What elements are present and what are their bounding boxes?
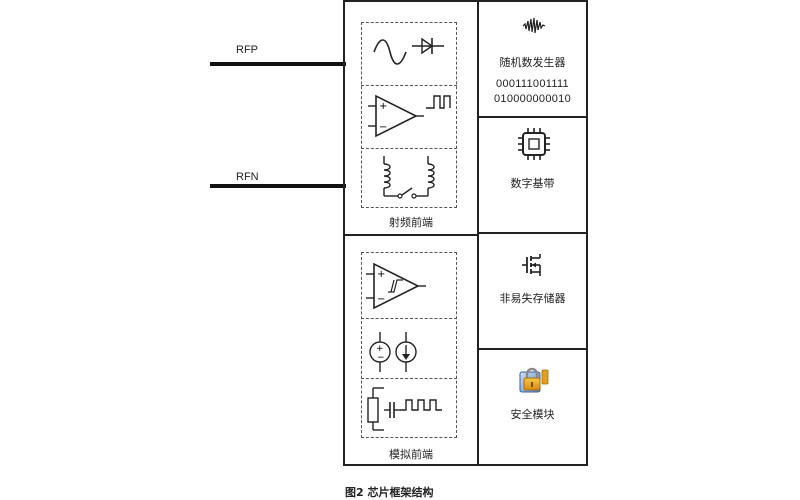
rf-divider-2 bbox=[361, 148, 457, 150]
noise-waveform-icon bbox=[522, 17, 546, 34]
oscillator-diode-icon bbox=[373, 37, 444, 65]
mosfet-icon bbox=[522, 254, 541, 276]
svg-text:+: + bbox=[377, 269, 385, 280]
analog-frontend-label: 模拟前端 bbox=[389, 448, 433, 461]
amplifier-pulse-icon: + − bbox=[368, 94, 451, 138]
rng-bits-line-1: 000111001111 bbox=[496, 78, 569, 90]
rfn-pin-label: RFN bbox=[236, 171, 259, 183]
divider-nvm-security bbox=[477, 348, 588, 350]
rfp-wire bbox=[210, 62, 346, 66]
svg-text:+: + bbox=[376, 344, 384, 354]
security-label: 安全模块 bbox=[510, 408, 555, 421]
svg-text:−: − bbox=[377, 294, 385, 305]
rf-frontend-label: 射频前端 bbox=[389, 216, 433, 229]
analog-divider-1 bbox=[361, 318, 457, 320]
rfp-pin-label: RFP bbox=[236, 44, 258, 56]
svg-text:−: − bbox=[377, 353, 385, 363]
comparator-icon: + − bbox=[366, 262, 426, 310]
rc-clock-icon bbox=[367, 387, 442, 431]
analog-frontend-dashed-area bbox=[361, 252, 457, 438]
rng-bits-line-2: 010000000010 bbox=[493, 93, 571, 105]
nvm-label: 非易失存储器 bbox=[499, 292, 566, 305]
analog-divider-2 bbox=[361, 378, 457, 380]
figure-caption: 图2 芯片框架结构 bbox=[345, 486, 434, 499]
rf-frontend-dashed-area bbox=[361, 22, 457, 208]
svg-text:+: + bbox=[379, 101, 387, 112]
rf-divider-1 bbox=[361, 85, 457, 87]
svg-text:−: − bbox=[379, 122, 387, 133]
coil-switch-icon bbox=[383, 156, 435, 199]
divider-baseband-nvm bbox=[477, 232, 588, 234]
voltage-current-source-icon: + − bbox=[369, 332, 417, 372]
rfn-wire bbox=[210, 184, 346, 188]
baseband-label: 数字基带 bbox=[510, 177, 555, 190]
divider-rng-baseband bbox=[477, 116, 588, 118]
rng-label: 随机数发生器 bbox=[499, 56, 566, 69]
padlock-icon bbox=[519, 367, 549, 393]
chip-icon bbox=[518, 128, 550, 160]
